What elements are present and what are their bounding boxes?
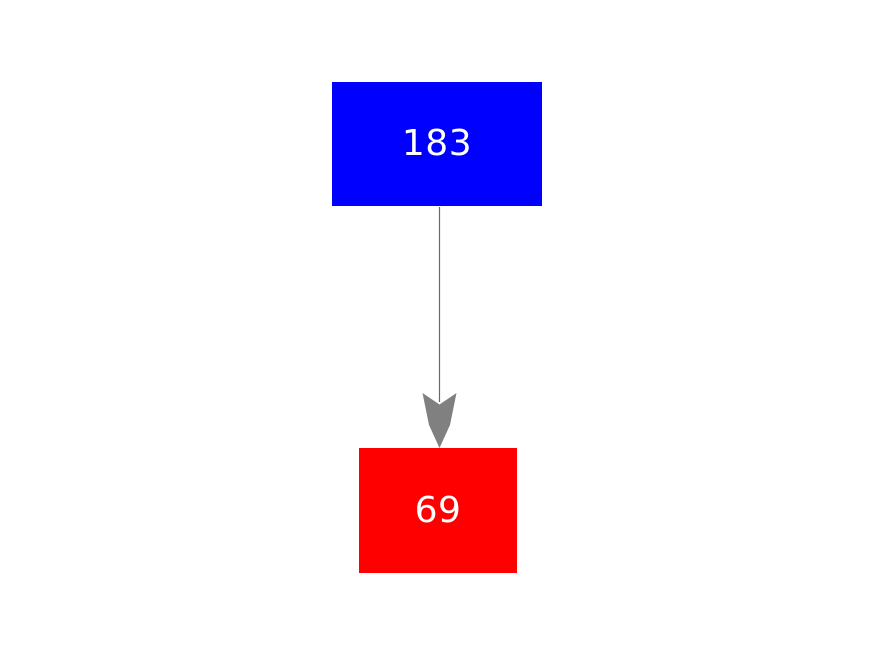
graph-node-source[interactable]: 183 xyxy=(332,82,542,206)
graph-node-target[interactable]: 69 xyxy=(359,448,517,573)
edge-arrowhead-icon xyxy=(422,393,457,448)
edge-source-to-target[interactable] xyxy=(422,207,457,448)
graph-node-source-label: 183 xyxy=(401,123,473,164)
graph-node-target-label: 69 xyxy=(414,489,462,531)
